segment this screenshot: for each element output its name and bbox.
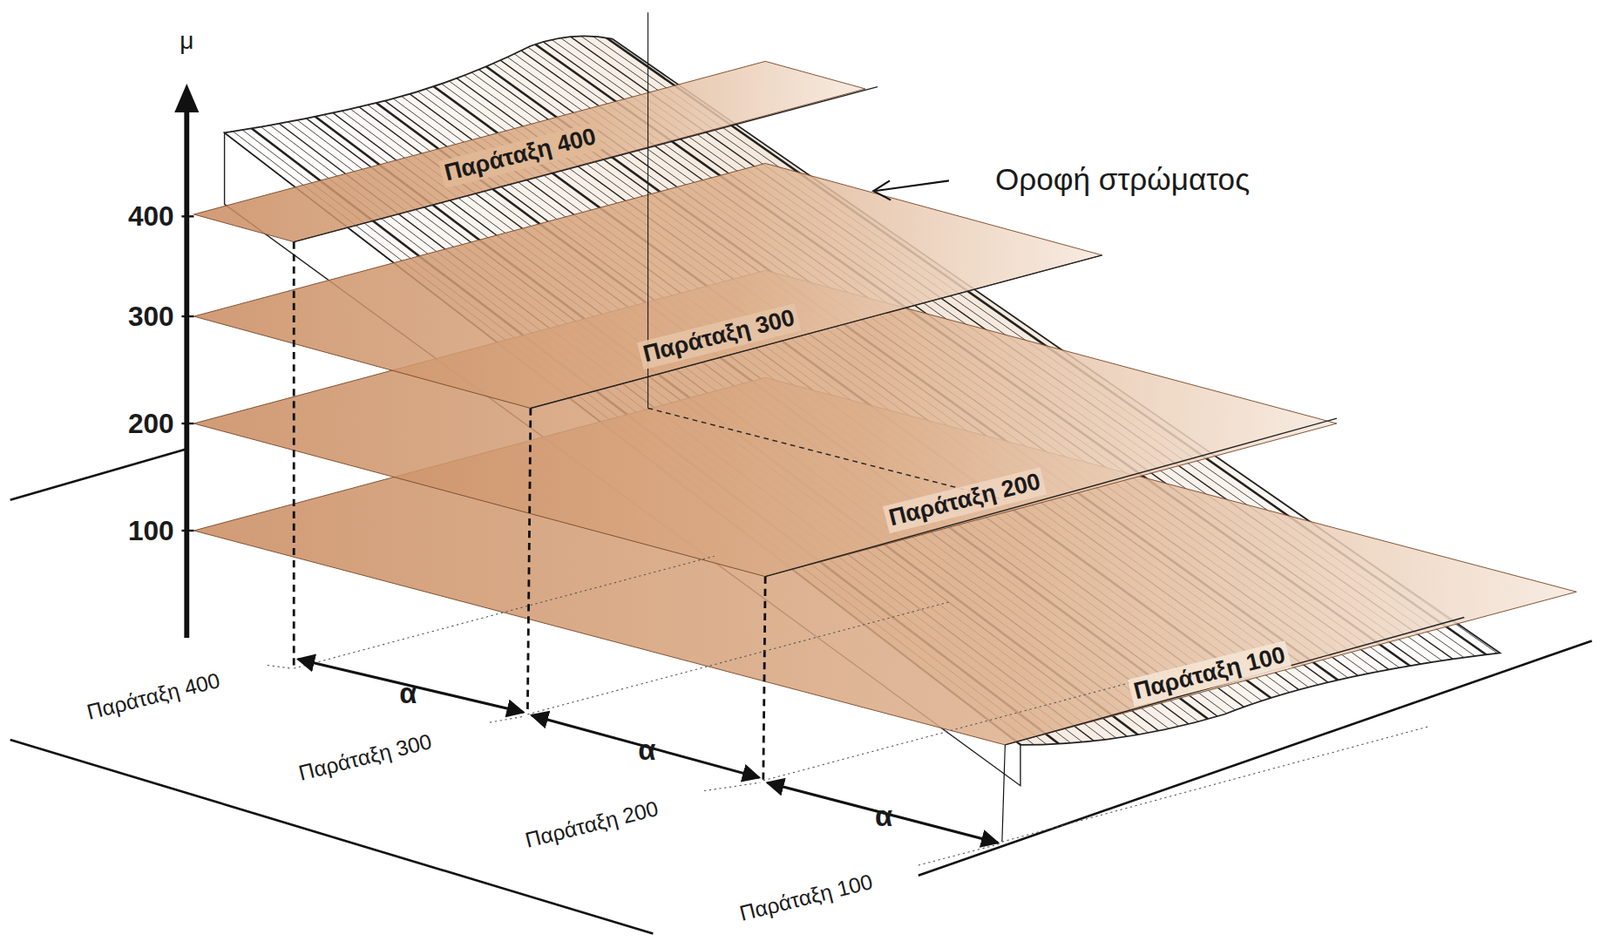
layer-top-callout: Οροφή στρώματος: [991, 162, 1254, 198]
axis-tick: [181, 529, 194, 532]
axis-line: [183, 101, 190, 638]
leader-line: [267, 665, 292, 670]
ground-strike: [527, 602, 950, 715]
leader-line: [918, 843, 1001, 866]
projection-line: [527, 407, 531, 714]
strike-line: [765, 418, 1337, 577]
ground-strike: [293, 555, 714, 669]
projection-line: [763, 576, 766, 781]
strike-ground-label: Παράταξη 300: [292, 727, 438, 787]
callout-arrow: [873, 180, 950, 200]
axis-value: 300: [124, 300, 178, 333]
axis-unit: μ: [176, 26, 197, 55]
spacing-label: α: [871, 800, 896, 834]
leader-line: [489, 716, 525, 723]
height-axis: [174, 83, 199, 638]
axis-value: 200: [124, 407, 178, 441]
ground-strike-lines: [267, 555, 1430, 866]
plane-400: [193, 61, 865, 242]
dimension-arrow: [298, 659, 524, 713]
axis-tick: [181, 315, 194, 318]
strike-line: [1004, 617, 1465, 746]
strike-ground-label: Παράταξη 100: [733, 867, 879, 928]
projection-line: [1002, 745, 1006, 842]
axis-tick: [181, 215, 194, 217]
dimension-arrow: [767, 782, 999, 843]
dip-line: [648, 407, 1006, 500]
ground-edge: [10, 448, 188, 501]
strike-line: [530, 255, 1103, 409]
axis-arrowhead: [174, 83, 199, 113]
axis-value: 100: [124, 514, 178, 547]
strike-planes: [193, 61, 1577, 746]
projection-line: [292, 242, 296, 669]
axis-tick: [181, 422, 194, 425]
spacing-label: α: [634, 733, 659, 767]
callout-arrowhead: [873, 180, 891, 200]
strike-lines: [293, 12, 1465, 746]
dimension-arrow: [531, 715, 760, 778]
ground-strike: [1002, 726, 1429, 842]
strike-ground-label: Παράταξη 400: [80, 666, 225, 726]
spacing-label: α: [395, 677, 421, 711]
strike-ground-label: Παράταξη 200: [519, 794, 665, 855]
axis-value: 400: [124, 200, 178, 233]
leader-line: [704, 782, 760, 791]
ground-strike: [763, 668, 1184, 781]
strike-line: [293, 87, 878, 243]
